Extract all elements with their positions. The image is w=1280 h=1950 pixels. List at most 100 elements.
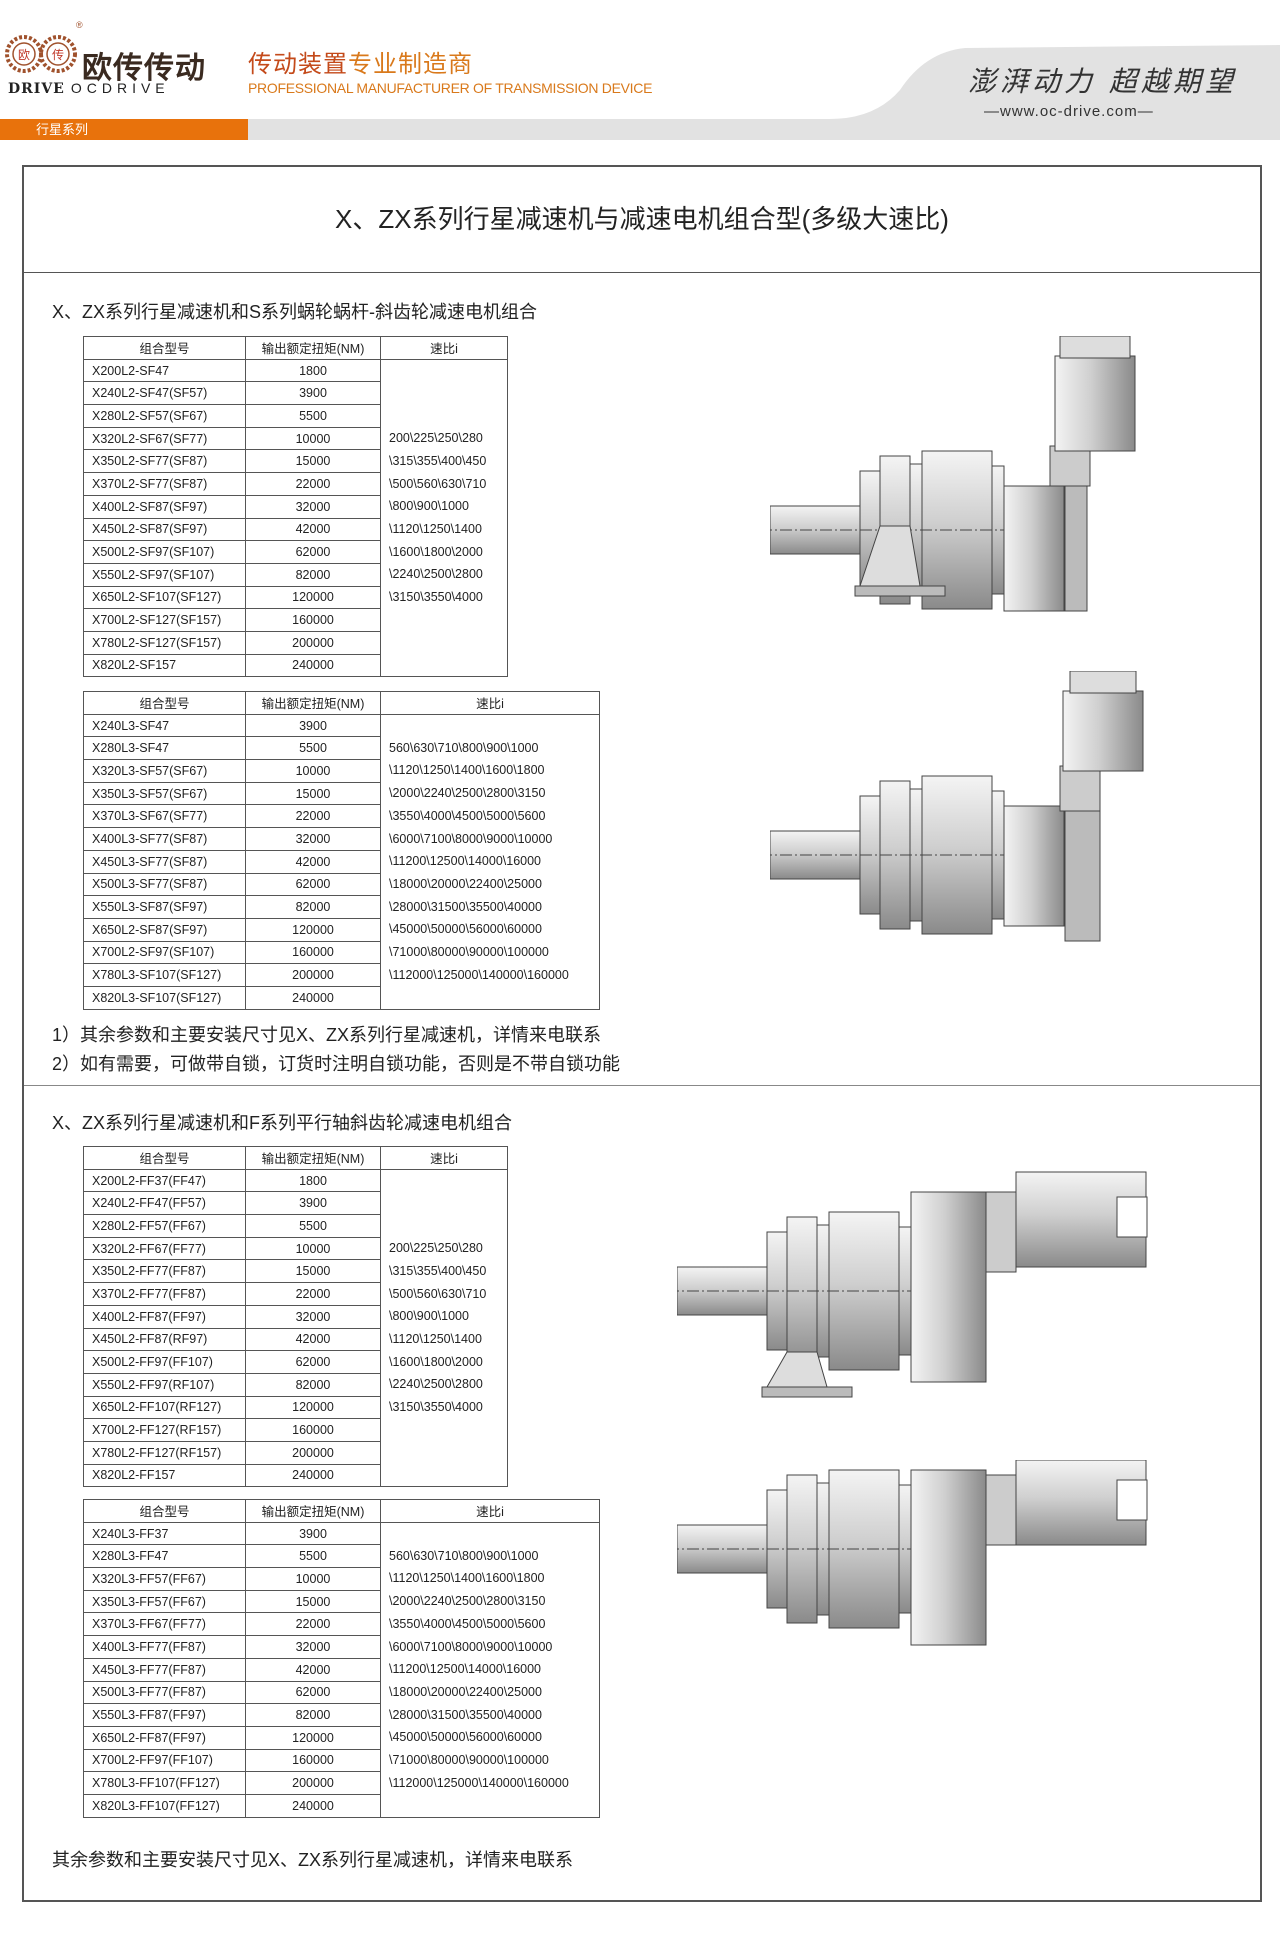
ratio-line: \71000\80000\90000\100000 xyxy=(389,1753,549,1768)
ratio-line: \6000\7100\8000\9000\10000 xyxy=(389,831,553,846)
model-cell: X650L2-SF107(SF127) xyxy=(83,585,246,610)
column-header: 速比i xyxy=(380,1146,508,1170)
table-row: X280L2-FF57(FF67)5500 xyxy=(83,1214,508,1238)
ratio-line: \800\900\1000 xyxy=(389,499,469,514)
torque-cell: 82000 xyxy=(245,562,381,587)
model-cell: X700L2-SF97(SF107) xyxy=(83,940,246,965)
torque-cell: 5500 xyxy=(245,736,381,761)
column-header: 输出额定扭矩(NM) xyxy=(245,1146,381,1170)
torque-cell: 160000 xyxy=(245,940,381,965)
model-cell: X650L2-SF87(SF97) xyxy=(83,917,246,942)
torque-cell: 200000 xyxy=(245,1771,381,1795)
ratio-line: \3150\3550\4000 xyxy=(389,1400,483,1415)
ratio-line: \11200\12500\14000\16000 xyxy=(389,1662,542,1677)
column-header: 输出额定扭矩(NM) xyxy=(245,336,381,360)
table-row: X320L2-FF67(FF77)10000 xyxy=(83,1236,508,1261)
table-row: X700L2-FF97(FF107)160000 xyxy=(83,1748,600,1773)
table-header-row: 组合型号输出额定扭矩(NM)速比i xyxy=(83,691,600,715)
gearmotor-f-l2-drawing xyxy=(677,1171,1148,1398)
table-row: X650L2-SF87(SF97)120000 xyxy=(83,917,600,942)
ratio-line: \1600\1800\2000 xyxy=(389,1354,483,1369)
torque-cell: 15000 xyxy=(245,449,381,474)
content-frame: X、ZX系列行星减速机与减速电机组合型(多级大速比) X、ZX系列行星减速机和S… xyxy=(22,165,1262,1902)
torque-cell: 3900 xyxy=(245,1521,381,1546)
torque-cell: 120000 xyxy=(245,917,381,942)
torque-cell: 10000 xyxy=(245,426,381,451)
table-row: X350L2-SF77(SF87)15000 xyxy=(83,449,508,474)
model-cell: X370L3-SF67(SF77) xyxy=(83,804,246,829)
torque-cell: 160000 xyxy=(245,1748,381,1773)
ratio-line: \2240\2500\2800 xyxy=(389,567,483,582)
torque-cell: 42000 xyxy=(245,1327,381,1352)
model-cell: X350L3-FF57(FF67) xyxy=(83,1589,246,1614)
table-header-row: 组合型号输出额定扭矩(NM)速比i xyxy=(83,1499,600,1523)
model-cell: X820L3-SF107(SF127) xyxy=(83,985,246,1010)
slogan-en: PROFESSIONAL MANUFACTURER OF TRANSMISSIO… xyxy=(248,80,653,96)
model-cell: X320L2-FF67(FF77) xyxy=(83,1236,246,1261)
torque-cell: 200000 xyxy=(245,963,381,987)
ratio-line: \1120\1250\1400\1600\1800 xyxy=(389,763,545,778)
ratio-line: \2000\2240\2500\2800\3150 xyxy=(389,1594,546,1609)
model-cell: X820L3-FF107(FF127) xyxy=(83,1793,246,1818)
column-header: 组合型号 xyxy=(83,1499,246,1523)
model-cell: X320L2-SF67(SF77) xyxy=(83,426,246,451)
table-row: X370L2-FF77(FF87)22000 xyxy=(83,1282,508,1306)
table-row: X780L2-SF127(SF157)200000 xyxy=(83,630,508,655)
ratio-line: \112000\125000\140000\160000 xyxy=(389,967,569,982)
torque-cell: 82000 xyxy=(245,1703,381,1727)
ratio-line: \1120\1250\1400 xyxy=(389,1332,482,1346)
model-cell: X500L2-SF97(SF107) xyxy=(83,540,246,564)
table-row: X500L3-SF77(SF87)62000 xyxy=(83,872,600,897)
model-cell: X650L2-FF107(RF127) xyxy=(83,1395,246,1420)
torque-cell: 82000 xyxy=(245,895,381,919)
torque-cell: 62000 xyxy=(245,872,381,897)
torque-cell: 32000 xyxy=(245,1304,381,1329)
model-cell: X200L2-SF47 xyxy=(83,358,246,383)
table-row: X240L2-FF47(FF57)3900 xyxy=(83,1191,508,1216)
model-cell: X780L3-FF107(FF127) xyxy=(83,1771,246,1795)
torque-cell: 62000 xyxy=(245,1680,381,1705)
table-row: X700L2-SF97(SF107)160000 xyxy=(83,940,600,965)
brand-name-cn: 欧传传动 xyxy=(82,52,206,85)
model-cell: X370L2-FF77(FF87) xyxy=(83,1282,246,1306)
torque-cell: 5500 xyxy=(245,1214,381,1238)
model-cell: X280L2-SF57(SF67) xyxy=(83,404,246,428)
table-row: X820L3-FF107(FF127)240000 xyxy=(83,1793,600,1818)
category-tab[interactable]: 行星系列 xyxy=(0,119,248,140)
torque-cell: 3900 xyxy=(245,1191,381,1216)
torque-cell: 42000 xyxy=(245,517,381,542)
ratio-line: \71000\80000\90000\100000 xyxy=(389,945,549,960)
table-row: X700L2-SF127(SF157)160000 xyxy=(83,608,508,632)
torque-cell: 3900 xyxy=(245,381,381,406)
header-swoosh xyxy=(0,45,1280,140)
ratio-line: \45000\50000\56000\60000 xyxy=(389,1730,542,1745)
torque-cell: 240000 xyxy=(245,1793,381,1818)
torque-cell: 1800 xyxy=(245,1168,381,1193)
model-cell: X650L2-FF87(FF97) xyxy=(83,1725,246,1750)
ratio-line: \1600\1800\2000 xyxy=(389,544,483,559)
table-row: X320L2-SF67(SF77)10000 xyxy=(83,426,508,451)
column-header: 组合型号 xyxy=(83,336,246,360)
ratio-line: \45000\50000\56000\60000 xyxy=(389,922,542,937)
table-row: X350L3-SF57(SF67)15000 xyxy=(83,781,600,806)
ratio-line: \315\355\400\450 xyxy=(389,453,487,468)
table-row: X450L2-FF87(RF97)42000 xyxy=(83,1327,508,1352)
torque-cell: 120000 xyxy=(245,1725,381,1750)
model-cell: X550L3-SF87(SF97) xyxy=(83,895,246,919)
table-row: X500L2-SF97(SF107)62000 xyxy=(83,540,508,564)
slogan-cn: 传动装置专业制造商 xyxy=(248,51,473,78)
torque-cell: 240000 xyxy=(245,653,381,678)
ratio-line: \18000\20000\22400\25000 xyxy=(389,877,542,891)
ratio-line: \3550\4000\4500\5000\5600 xyxy=(389,808,546,823)
model-cell: X370L2-SF77(SF87) xyxy=(83,472,246,496)
model-cell: X400L2-FF87(FF97) xyxy=(83,1304,246,1329)
page-title: X、ZX系列行星减速机与减速电机组合型(多级大速比) xyxy=(24,167,1260,273)
section2-heading: X、ZX系列行星减速机和F系列平行轴斜齿轮减速电机组合 xyxy=(52,1113,512,1133)
website-link[interactable]: —www.oc-drive.com— xyxy=(984,103,1154,120)
torque-cell: 32000 xyxy=(245,1635,381,1659)
torque-cell: 5500 xyxy=(245,1544,381,1569)
model-cell: X200L2-FF37(FF47) xyxy=(83,1168,246,1193)
